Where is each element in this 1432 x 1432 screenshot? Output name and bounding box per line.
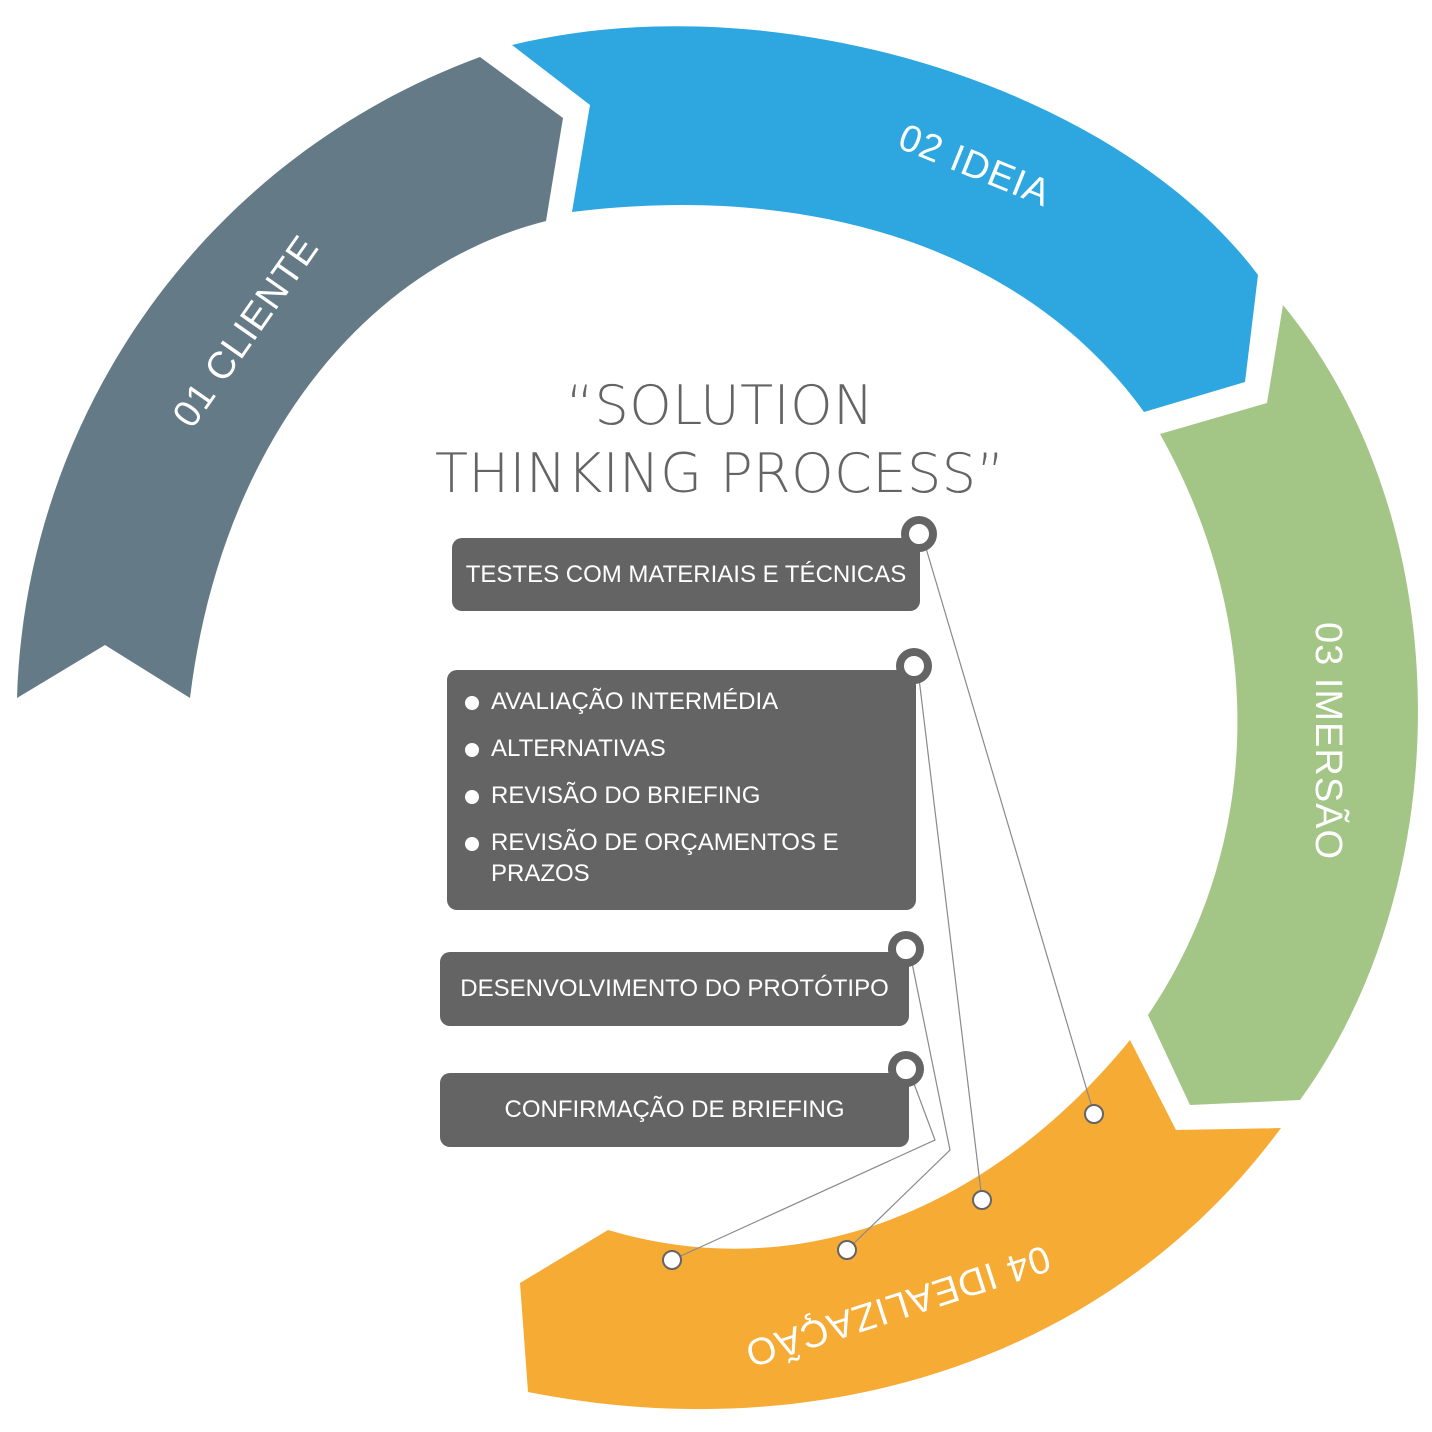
list-item-label: AVALIAÇÃO INTERMÉDIA bbox=[491, 688, 779, 715]
step-label-testes: TESTES COM MATERIAIS E TÉCNICAS bbox=[465, 560, 907, 588]
title-line-1: “SOLUTION bbox=[566, 374, 874, 437]
step-label-desenvolvimento: DESENVOLVIMENTO DO PROTÓTIPO bbox=[460, 975, 889, 1002]
step-box-testes: TESTES COM MATERIAIS E TÉCNICAS bbox=[452, 538, 920, 611]
connector-list bbox=[917, 669, 983, 1201]
list-item: ALTERNATIVAS bbox=[465, 733, 896, 764]
step-box-revisao: AVALIAÇÃO INTERMÉDIA ALTERNATIVAS REVISÃ… bbox=[447, 670, 916, 910]
list-item-label: REVISÃO DE ORÇAMENTOS E PRAZOS bbox=[491, 829, 839, 887]
list-item: REVISÃO DE ORÇAMENTOS E PRAZOS bbox=[465, 827, 896, 889]
ring-icon bbox=[901, 516, 937, 552]
ring-icon bbox=[896, 648, 932, 684]
diagram-title: “SOLUTION THINKING PROCESS” bbox=[400, 372, 1040, 508]
ring-icon bbox=[888, 931, 924, 967]
connector-confirmacao bbox=[671, 1072, 936, 1261]
list-item-label: REVISÃO DO BRIEFING bbox=[491, 782, 761, 809]
title-line-2: THINKING PROCESS” bbox=[434, 442, 1006, 505]
bullet-icon bbox=[465, 743, 479, 757]
list-item: AVALIAÇÃO INTERMÉDIA bbox=[465, 686, 896, 717]
segment-idealizacao bbox=[520, 1040, 1281, 1410]
list-item: REVISÃO DO BRIEFING bbox=[465, 780, 896, 811]
step-box-desenvolvimento: DESENVOLVIMENTO DO PROTÓTIPO bbox=[440, 952, 909, 1026]
bullet-icon bbox=[465, 696, 479, 710]
connector-lines bbox=[671, 537, 1095, 1261]
segment-ideia bbox=[512, 26, 1258, 413]
endpoint-dot bbox=[972, 1190, 992, 1210]
step-label-confirmacao: CONFIRMAÇÃO DE BRIEFING bbox=[504, 1096, 845, 1123]
revisao-list: AVALIAÇÃO INTERMÉDIA ALTERNATIVAS REVISÃ… bbox=[465, 686, 896, 889]
endpoint-dot bbox=[1084, 1104, 1104, 1124]
connector-endpoints bbox=[662, 1104, 1104, 1270]
segment-label-imersao: 03 IMERSÃO bbox=[1307, 622, 1350, 860]
endpoint-dot bbox=[662, 1250, 682, 1270]
list-item-label: ALTERNATIVAS bbox=[491, 735, 666, 762]
segment-cliente bbox=[17, 57, 563, 698]
connector-desenvolvimento bbox=[846, 952, 951, 1251]
segment-imersao bbox=[1148, 305, 1418, 1105]
ring-icon bbox=[888, 1051, 924, 1087]
step-box-confirmacao: CONFIRMAÇÃO DE BRIEFING bbox=[440, 1073, 909, 1147]
connector-testes bbox=[922, 537, 1095, 1115]
bullet-icon bbox=[465, 837, 479, 851]
bullet-icon bbox=[465, 790, 479, 804]
endpoint-dot bbox=[837, 1240, 857, 1260]
